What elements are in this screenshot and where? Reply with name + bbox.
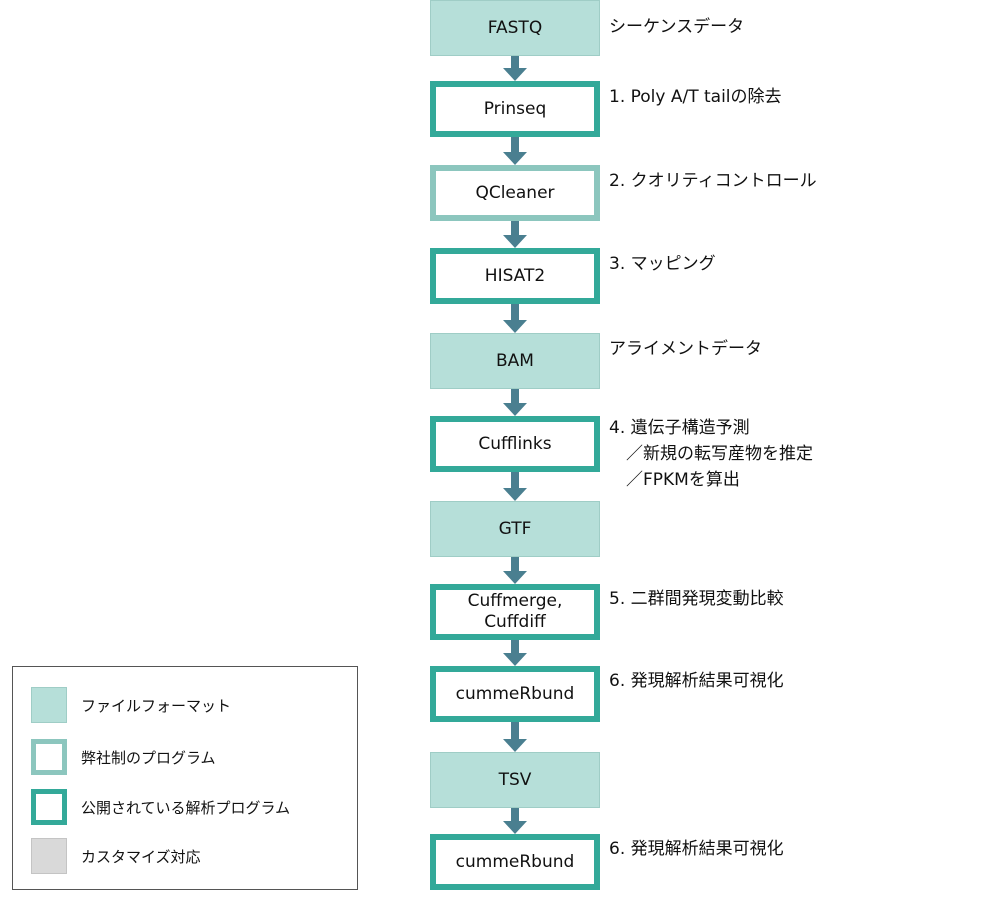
step-label: 5. 二群間発現変動比較 <box>609 589 784 609</box>
cummerbund-box-1: cummeRbund <box>430 666 600 722</box>
step-label: 6. 発現解析結果可視化 <box>609 839 784 859</box>
flow-arrow <box>503 56 527 81</box>
flow-arrow <box>503 221 527 248</box>
step-label: 1. Poly A/T tailの除去 <box>609 87 782 107</box>
legend-label: ファイルフォーマット <box>81 696 232 715</box>
legend-label: 公開されている解析プログラム <box>81 798 291 817</box>
legend-item-file-format: ファイルフォーマット <box>31 687 231 723</box>
legend-label: カスタマイズ対応 <box>81 847 201 866</box>
legend-swatch-inhouse-program <box>31 739 67 775</box>
step-label: 3. マッピング <box>609 254 716 274</box>
hisat2-box: HISAT2 <box>430 248 600 304</box>
flow-arrow <box>503 640 527 666</box>
cuffmerge-cuffdiff-box: Cuffmerge, Cuffdiff <box>430 584 600 640</box>
step-label: シーケンスデータ <box>609 17 745 37</box>
flow-arrow <box>503 304 527 333</box>
legend: ファイルフォーマット 弊社制のプログラム 公開されている解析プログラム カスタマ… <box>12 666 358 890</box>
flow-arrow <box>503 389 527 416</box>
legend-swatch-customizable <box>31 838 67 874</box>
cummerbund-box-2: cummeRbund <box>430 834 600 890</box>
step-label: 4. 遺伝子構造予測 ／新規の転写産物を推定 ／FPKMを算出 <box>609 418 813 490</box>
flow-arrow <box>503 722 527 752</box>
tsv-box: TSV <box>430 752 600 808</box>
legend-swatch-file-format <box>31 687 67 723</box>
bam-box: BAM <box>430 333 600 389</box>
legend-label: 弊社制のプログラム <box>81 748 216 767</box>
flow-arrow <box>503 808 527 834</box>
legend-item-public-program: 公開されている解析プログラム <box>31 789 290 825</box>
legend-item-customizable: カスタマイズ対応 <box>31 838 201 874</box>
legend-swatch-public-program <box>31 789 67 825</box>
step-label: 2. クオリティコントロール <box>609 171 817 191</box>
cufflinks-box: Cufflinks <box>430 416 600 472</box>
legend-item-inhouse-program: 弊社制のプログラム <box>31 739 216 775</box>
fastq-box: FASTQ <box>430 0 600 56</box>
gtf-box: GTF <box>430 501 600 557</box>
step-label: アライメントデータ <box>609 339 762 359</box>
step-label: 6. 発現解析結果可視化 <box>609 671 784 691</box>
flow-arrow <box>503 472 527 501</box>
flow-arrow <box>503 557 527 584</box>
flow-arrow <box>503 137 527 165</box>
qcleaner-box: QCleaner <box>430 165 600 221</box>
prinseq-box: Prinseq <box>430 81 600 137</box>
